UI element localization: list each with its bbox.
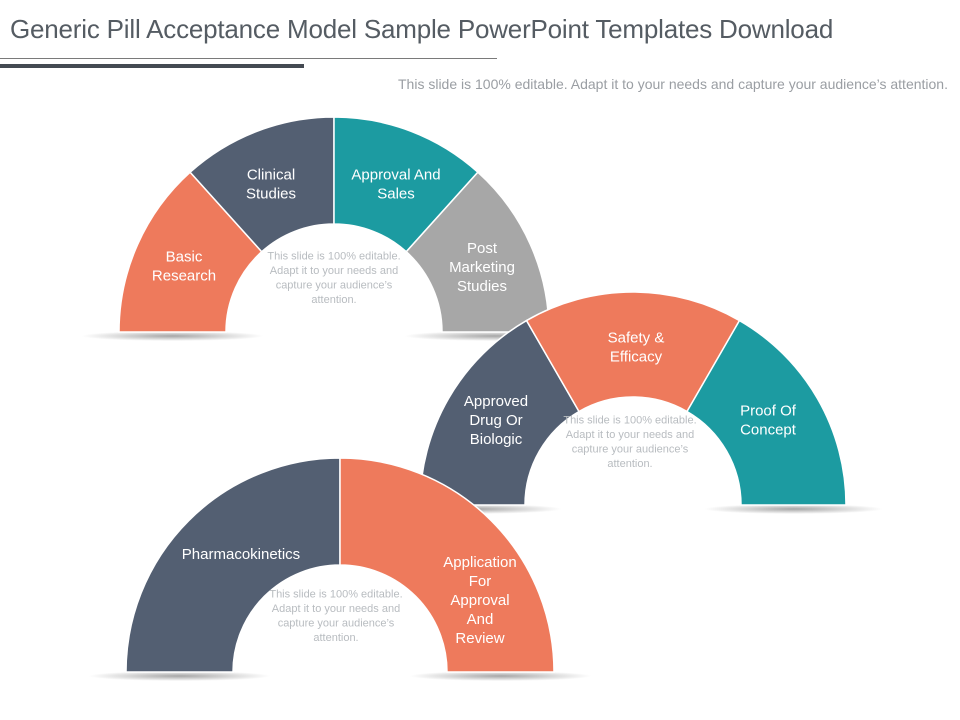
title-underline-thick (0, 64, 304, 68)
arch-2-segment-3-label: Proof Of (740, 403, 797, 420)
arch-3-shadow (409, 671, 592, 681)
arch-2-segment-3 (685, 319, 847, 506)
arch-1-note: capture your audience’s (276, 279, 393, 291)
arch-2-note: capture your audience’s (572, 443, 689, 455)
arch-1-segment-1-label: Basic (166, 249, 203, 266)
arch-3-segment-2-label: Application (443, 554, 516, 571)
arch-1-note: This slide is 100% editable. (267, 250, 400, 262)
arch-2-segment-3-label: Concept (740, 422, 797, 439)
arch-2-segment-1 (419, 319, 581, 506)
arch-2-segment-1-label: Approved (464, 393, 528, 410)
arch-2-note: This slide is 100% editable. (563, 414, 696, 426)
arch-3-segment-2 (339, 457, 555, 673)
arch-2-note: attention. (607, 458, 652, 470)
arch-2-note: Adapt it to your needs and (566, 429, 694, 441)
arch-3-segment-1 (125, 457, 341, 673)
arch-1-shadow (81, 331, 264, 341)
arch-3-segment-2-label: Review (455, 630, 504, 647)
arch-3-segment-2-label: Approval (450, 592, 509, 609)
arch-1-segment-4-label: Studies (457, 278, 507, 295)
arch-1-segment-1-label: Research (152, 268, 216, 285)
arch-3-note: Adapt it to your needs and (272, 603, 400, 615)
page-title: Generic Pill Acceptance Model Sample Pow… (10, 14, 834, 44)
arch-1-segment-2-label: Clinical (247, 167, 295, 184)
arch-3-segment-2-label: For (469, 573, 492, 590)
arch-2-segment-1-label: Drug Or (469, 412, 522, 429)
arch-2-segment-2-label: Safety & (608, 330, 665, 347)
arch-3-segment-2-label: And (467, 611, 494, 628)
arch-1-segment-2-label: Studies (246, 186, 296, 203)
arch-3-note: This slide is 100% editable. (269, 588, 402, 600)
arch-2-segment-1-label: Biologic (470, 431, 523, 448)
arch-3-note: attention. (313, 632, 358, 644)
arch-1-note: Adapt it to your needs and (270, 265, 398, 277)
arch-1-segment-4-label: Post (467, 240, 498, 257)
arch-2-segment-2-label: Efficacy (610, 349, 663, 366)
arch-1-segment-3-label: Sales (377, 186, 415, 203)
arch-1-segment-4-label: Marketing (449, 259, 515, 276)
arch-1-segment-3-label: Approval And (351, 167, 440, 184)
page-subtitle: This slide is 100% editable. Adapt it to… (398, 76, 948, 92)
arch-3-note: capture your audience’s (278, 617, 395, 629)
arch-2-shadow (704, 504, 883, 514)
arch-3-shadow (88, 671, 271, 681)
arch-2-segment-2 (525, 291, 741, 413)
arch-3: Pharmacokinetics ApplicationForApprovalAn… (88, 457, 592, 681)
title-underline-thin (0, 58, 497, 59)
arch-1-note: attention. (311, 294, 356, 306)
arch-3-segment-1-label: Pharmacokinetics (182, 546, 300, 563)
